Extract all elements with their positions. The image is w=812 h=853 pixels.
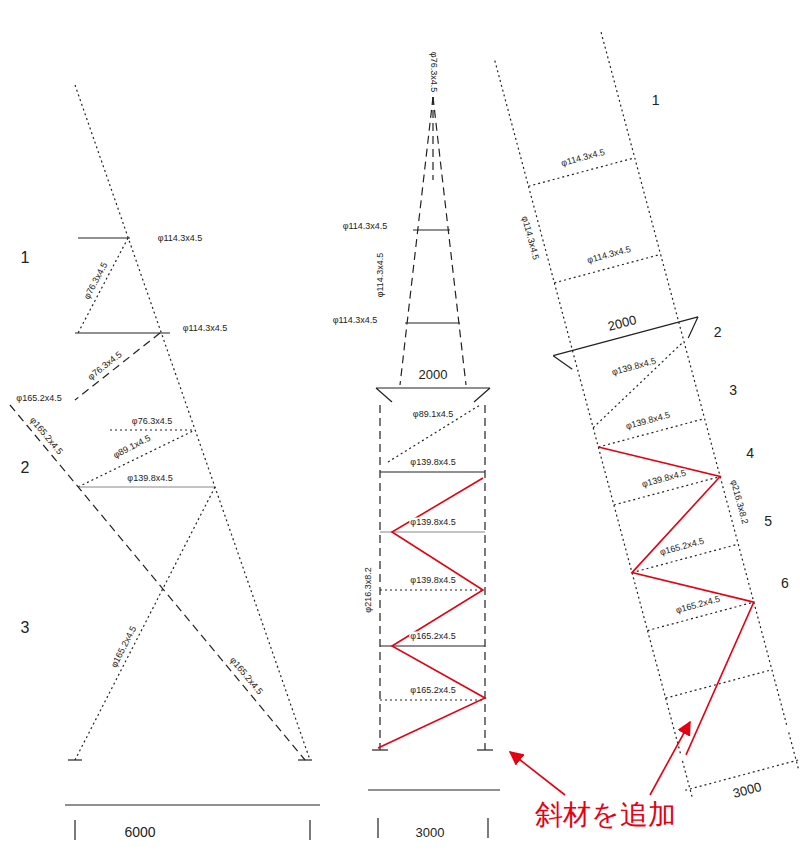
diagonal-member xyxy=(578,341,700,427)
callout-arrows xyxy=(510,722,690,795)
section-number: 1 xyxy=(651,93,661,107)
dimension-extension xyxy=(682,761,692,797)
base-mark xyxy=(68,759,82,760)
section-number: 1 xyxy=(20,250,31,266)
dimension-value: 2000 xyxy=(418,368,449,381)
diagonal-member xyxy=(388,405,480,462)
dimension-value: 3000 xyxy=(415,826,446,839)
diagonal-member xyxy=(75,333,160,400)
dimension-value: 3000 xyxy=(731,780,764,801)
dimension-extension xyxy=(789,733,799,769)
leg-member xyxy=(400,97,433,385)
member-size: φ114.3x4.5 xyxy=(559,148,606,169)
member-size: φ76.3x4.5 xyxy=(131,417,173,426)
member-size: φ139.8x4.5 xyxy=(126,474,173,483)
member-size: φ165.2x4.5 xyxy=(674,594,722,615)
dimension-line xyxy=(65,804,320,805)
section-number: 3 xyxy=(728,383,738,397)
dimension-value: 2000 xyxy=(605,312,638,333)
member-size: φ165.2x4.5 xyxy=(109,624,139,670)
member-size: φ114.3x4.5 xyxy=(157,234,204,243)
member-size: φ76.3x4.5 xyxy=(82,260,110,302)
section-number: 6 xyxy=(780,576,790,590)
dimension-tick xyxy=(309,820,310,840)
member-size: φ139.8x4.5 xyxy=(409,458,456,467)
member-size: φ165.2x4.5 xyxy=(27,415,64,457)
oblique-view xyxy=(476,27,812,802)
member-size: φ139.8x4.5 xyxy=(610,357,658,378)
member-size: φ114.3x4.5 xyxy=(376,252,385,299)
horizontal-member xyxy=(380,699,485,700)
section-number: 2 xyxy=(713,325,723,339)
member-size: φ165.2x4.5 xyxy=(409,686,456,695)
callout-arrow xyxy=(510,752,565,795)
member-size: φ216.3x8.2 xyxy=(364,566,373,613)
member-size: φ114.3x4.5 xyxy=(182,324,229,333)
dimension-tick xyxy=(377,818,378,838)
horizontal-member xyxy=(380,471,485,472)
horizontal-member xyxy=(380,645,485,646)
leg-member xyxy=(433,97,466,385)
platform-bracket xyxy=(376,388,490,402)
front-view xyxy=(10,85,320,840)
base-mark xyxy=(372,749,388,750)
member-size: φ165.2x4.5 xyxy=(658,536,706,557)
horizontal-member xyxy=(78,237,130,238)
dimension-tick xyxy=(487,818,488,838)
member-size: φ165.2x4.5 xyxy=(227,655,264,697)
callout-note: 斜材を追加 xyxy=(534,801,677,829)
diagonal-member xyxy=(78,238,128,333)
dimension-value: 6000 xyxy=(123,825,156,839)
member-size: φ89.1x4.5 xyxy=(412,410,454,419)
leg-member xyxy=(495,61,681,756)
horizontal-member xyxy=(110,429,195,430)
callout-arrow xyxy=(650,722,690,795)
leg-member xyxy=(601,32,787,727)
added-diagonal xyxy=(598,419,787,757)
member-size: φ216.3x8.2 xyxy=(729,478,750,526)
dimension-line xyxy=(368,789,500,790)
section-number: 2 xyxy=(20,460,31,476)
section-number: 5 xyxy=(763,514,773,528)
dimension-tick xyxy=(74,820,75,840)
horizontal-member xyxy=(405,322,460,323)
leg-member xyxy=(75,85,310,760)
member-size: φ139.8x4.5 xyxy=(640,469,688,490)
horizontal-member xyxy=(380,589,485,590)
member-size: φ114.3x4.5 xyxy=(342,222,389,231)
diagonal-member xyxy=(78,430,195,487)
base-mark xyxy=(298,759,312,760)
section-number: 3 xyxy=(20,620,31,636)
spire-member xyxy=(432,97,433,180)
member-size: φ139.8x4.5 xyxy=(409,576,456,585)
member-size: φ165.2x4.5 xyxy=(409,632,456,641)
horizontal-member xyxy=(78,486,215,487)
section-number: 4 xyxy=(745,446,755,460)
member-size: φ139.8x4.5 xyxy=(624,411,672,432)
side-view xyxy=(368,97,500,838)
horizontal-member xyxy=(380,531,485,532)
diagonal-member xyxy=(75,487,215,760)
horizontal-member xyxy=(666,670,772,698)
member-size: φ114.3x4.5 xyxy=(332,316,379,325)
base-mark xyxy=(477,749,493,750)
leg-member xyxy=(379,405,380,750)
member-size: φ76.3x4.5 xyxy=(429,51,438,93)
horizontal-member xyxy=(75,332,170,333)
member-size: φ114.3x4.5 xyxy=(585,244,632,265)
member-size: φ114.3x4.5 xyxy=(519,214,540,261)
horizontal-member xyxy=(413,229,450,230)
member-size: φ89.1x4.5 xyxy=(111,433,153,460)
member-size: φ139.8x4.5 xyxy=(409,518,456,527)
added-diagonal xyxy=(378,478,485,748)
member-size: φ165.2x4.5 xyxy=(15,394,62,403)
diagonal-member xyxy=(10,405,305,760)
